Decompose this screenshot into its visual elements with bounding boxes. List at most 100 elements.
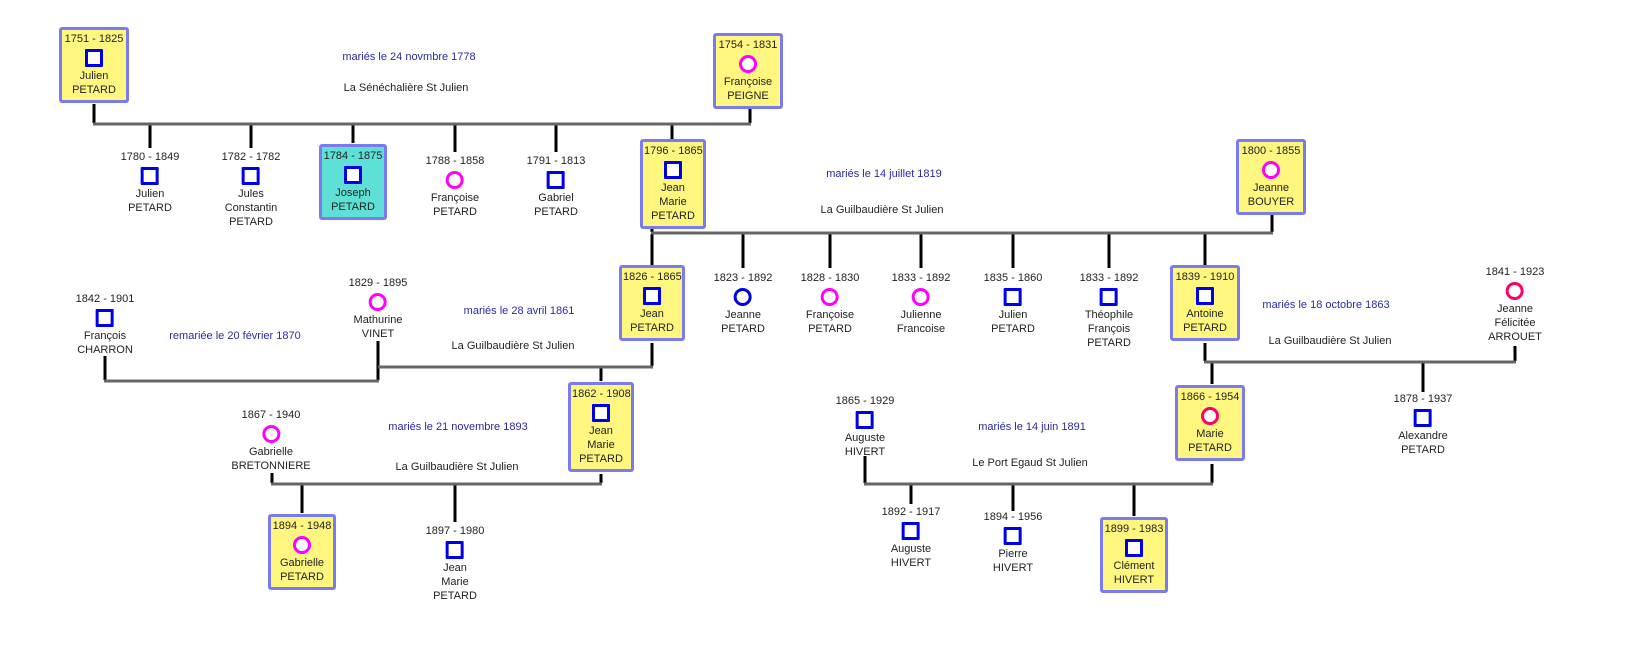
person-francoise-peigne[interactable]: 1754 - 1831 Françoise PEIGNE — [713, 33, 783, 109]
person-last-name: PETARD — [630, 322, 674, 334]
person-first-name: Jeanne — [1496, 303, 1534, 315]
marriage-date: mariés le 28 avril 1861 — [463, 305, 575, 317]
marriage-place: Le Port Egaud St Julien — [972, 457, 1088, 469]
person-first-name: Antoine — [1186, 308, 1224, 320]
person-first-name: Alexandre — [1398, 430, 1448, 442]
person-first-name: Julien — [79, 70, 109, 82]
person-last-name: PETARD — [433, 206, 477, 218]
marriage-place: La Guilbaudière St Julien — [820, 204, 944, 216]
person-first-name: Jean — [443, 562, 467, 574]
male-symbol-icon — [242, 167, 260, 185]
male-symbol-icon — [1100, 288, 1118, 306]
person-last-name: PETARD — [280, 571, 324, 583]
person-dates: 1862 - 1908 — [572, 388, 631, 400]
person-dates: 1867 - 1940 — [241, 409, 301, 421]
person-clement-hivert[interactable]: 1899 - 1983 Clément HIVERT — [1100, 517, 1168, 593]
person-julien-petard-1780[interactable]: 1780 - 1849 Julien PETARD — [121, 150, 180, 215]
person-last-name: HIVERT — [844, 446, 886, 458]
person-first-name: Françoise — [430, 192, 480, 204]
person-dates: 1829 - 1895 — [348, 277, 408, 289]
person-last-name: BRETONNIERE — [231, 460, 311, 472]
person-first-name: Joseph — [335, 187, 371, 199]
person-gabrielle-petard[interactable]: 1894 - 1948 Gabrielle PETARD — [268, 514, 336, 590]
person-jean-marie-petard-1796[interactable]: 1796 - 1865 Jean Marie PETARD — [640, 139, 706, 229]
female-symbol-icon — [1201, 407, 1219, 425]
person-francoise-petard-1828[interactable]: 1828 - 1830 Françoise PETARD — [801, 271, 860, 336]
person-first-name: Jeanne — [724, 309, 762, 321]
person-first-name: Jean — [661, 182, 685, 194]
person-francoise-petard-1788[interactable]: 1788 - 1858 Françoise PETARD — [426, 154, 485, 219]
person-first-name: Françoise — [723, 76, 773, 88]
person-francois-charron[interactable]: 1842 - 1901 François CHARRON — [76, 292, 135, 357]
person-last-name: PETARD — [1183, 322, 1227, 334]
person-middle-name: Marie — [659, 196, 687, 208]
female-symbol-icon — [821, 288, 839, 306]
male-symbol-icon — [547, 171, 565, 189]
person-jean-petard-1826[interactable]: 1826 - 1865 Jean PETARD — [619, 265, 685, 341]
male-symbol-icon — [141, 167, 159, 185]
male-symbol-icon — [1004, 288, 1022, 306]
marriage-date: mariés le 21 novembre 1893 — [388, 421, 528, 433]
person-dates: 1826 - 1865 — [623, 271, 682, 283]
person-alexandre-petard[interactable]: 1878 - 1937 Alexandre PETARD — [1394, 392, 1453, 457]
person-middle-name: Félicitée — [1494, 317, 1536, 329]
remarriage-date: remariée le 20 février 1870 — [169, 330, 301, 342]
person-last-name: PETARD — [128, 202, 172, 214]
male-symbol-icon — [1125, 539, 1143, 557]
person-julien-petard-1751[interactable]: 1751 - 1825 Julien PETARD — [59, 27, 129, 103]
person-antoine-petard[interactable]: 1839 - 1910 Antoine PETARD — [1170, 265, 1240, 341]
person-pierre-hivert[interactable]: 1894 - 1956 Pierre HIVERT — [984, 510, 1043, 575]
person-first-name: Jeanne — [1252, 182, 1290, 194]
person-jules-constantin-petard[interactable]: 1782 - 1782 Jules Constantin PETARD — [222, 150, 281, 229]
person-last-name: HIVERT — [992, 562, 1034, 574]
person-last-name: HIVERT — [890, 557, 932, 569]
person-julien-petard-1835[interactable]: 1835 - 1860 Julien PETARD — [984, 271, 1043, 336]
marriage-place: La Guilbaudière St Julien — [451, 340, 575, 352]
person-last-name: PETARD — [72, 84, 116, 96]
person-jean-marie-petard-1897[interactable]: 1897 - 1980 Jean Marie PETARD — [426, 524, 485, 603]
person-last-name: PETARD — [651, 210, 695, 222]
person-first-name: Jean — [640, 308, 664, 320]
person-middle-name: Marie — [587, 439, 615, 451]
person-jeanne-felicitee-arrouet[interactable]: 1841 - 1923 Jeanne Félicitée ARROUET — [1486, 265, 1545, 344]
male-symbol-icon — [856, 411, 874, 429]
person-dates: 1866 - 1954 — [1180, 391, 1240, 403]
female-symbol-icon — [446, 171, 464, 189]
person-jean-marie-petard-1862[interactable]: 1862 - 1908 Jean Marie PETARD — [568, 382, 634, 472]
marriage-place: La Sénéchalière St Julien — [343, 82, 469, 94]
person-auguste-hivert-1892[interactable]: 1892 - 1917 Auguste HIVERT — [882, 505, 941, 570]
person-joseph-petard-selected[interactable]: 1784 - 1875 Joseph PETARD — [319, 144, 387, 220]
person-mathurine-vinet[interactable]: 1829 - 1895 Mathurine VINET — [349, 276, 408, 341]
person-dates: 1796 - 1865 — [644, 145, 703, 157]
person-last-name: BOUYER — [1247, 196, 1295, 208]
person-last-name: PETARD — [1188, 442, 1232, 454]
person-auguste-hivert-1865[interactable]: 1865 - 1929 Auguste HIVERT — [836, 394, 895, 459]
person-dates: 1833 - 1892 — [1079, 272, 1139, 284]
person-theophile-francois-petard[interactable]: 1833 - 1892 Théophile François PETARD — [1080, 271, 1139, 350]
person-last-name: PETARD — [229, 216, 273, 228]
person-dates: 1782 - 1782 — [221, 151, 281, 163]
person-dates: 1839 - 1910 — [1175, 271, 1235, 283]
person-gabrielle-bretonniere[interactable]: 1867 - 1940 Gabrielle BRETONNIERE — [231, 408, 310, 473]
male-symbol-icon — [592, 404, 610, 422]
male-symbol-icon — [1004, 527, 1022, 545]
person-dates: 1800 - 1855 — [1241, 145, 1301, 157]
person-dates: 1835 - 1860 — [983, 272, 1043, 284]
person-marie-petard[interactable]: 1866 - 1954 Marie PETARD — [1175, 385, 1245, 461]
person-gabriel-petard[interactable]: 1791 - 1813 Gabriel PETARD — [527, 154, 586, 219]
person-middle-name: François — [1087, 323, 1131, 335]
person-jeanne-bouyer[interactable]: 1800 - 1855 Jeanne BOUYER — [1236, 139, 1306, 215]
male-symbol-icon — [643, 287, 661, 305]
female-symbol-icon — [293, 536, 311, 554]
person-jeanne-petard[interactable]: 1823 - 1892 Jeanne PETARD — [714, 271, 773, 336]
male-symbol-icon — [902, 522, 920, 540]
person-dates: 1833 - 1892 — [891, 272, 951, 284]
person-first-name: Gabrielle — [248, 446, 294, 458]
person-first-name: Françoise — [805, 309, 855, 321]
male-symbol-icon — [1414, 409, 1432, 427]
person-julienne-francoise[interactable]: 1833 - 1892 Julienne Francoise — [892, 271, 951, 336]
person-dates: 1892 - 1917 — [881, 506, 941, 518]
marriage-date: mariés le 14 juin 1891 — [978, 421, 1086, 433]
person-first-name: Clément — [1113, 560, 1155, 572]
